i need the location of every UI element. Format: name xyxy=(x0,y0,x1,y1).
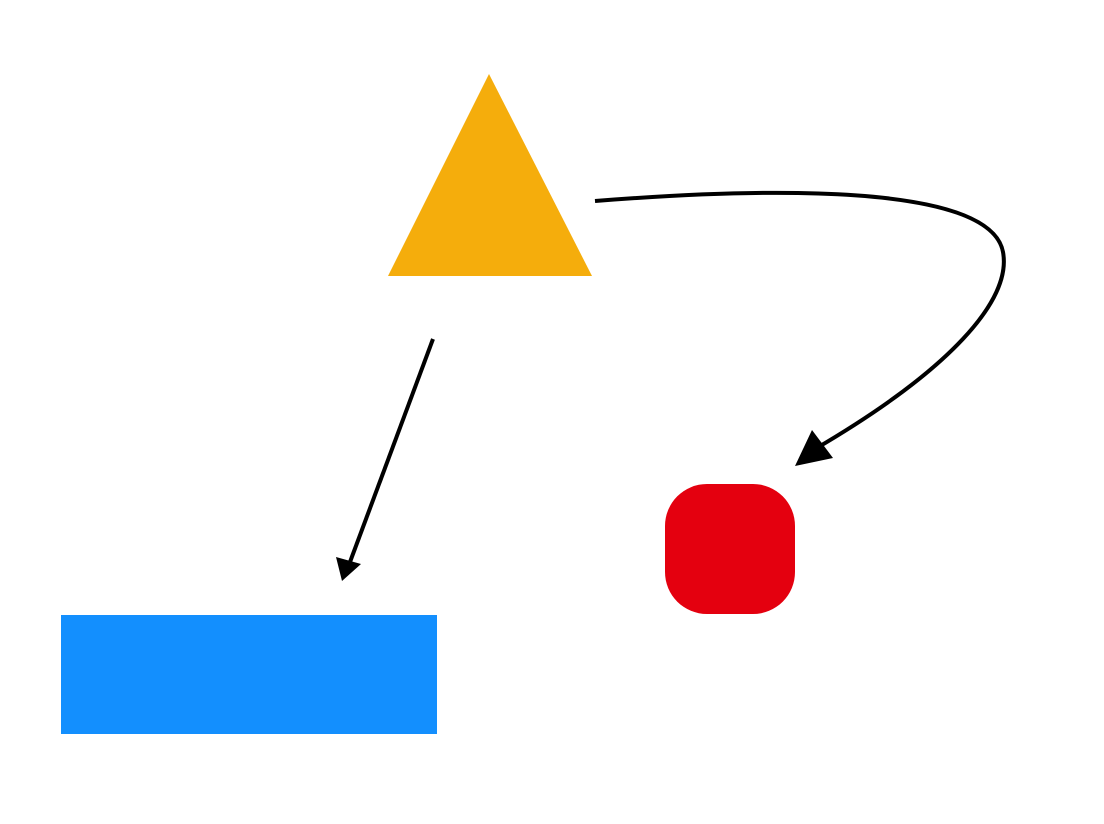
arrowhead-triangle-to-rectangle xyxy=(336,557,361,581)
rounded-square-node xyxy=(665,484,795,614)
arrow-triangle-to-rounded-square xyxy=(594,190,1006,451)
triangle-node xyxy=(388,74,592,276)
arrow-triangle-to-rectangle xyxy=(348,338,435,563)
arrowhead-triangle-to-rounded-square xyxy=(795,430,833,466)
rectangle-node xyxy=(61,615,437,734)
